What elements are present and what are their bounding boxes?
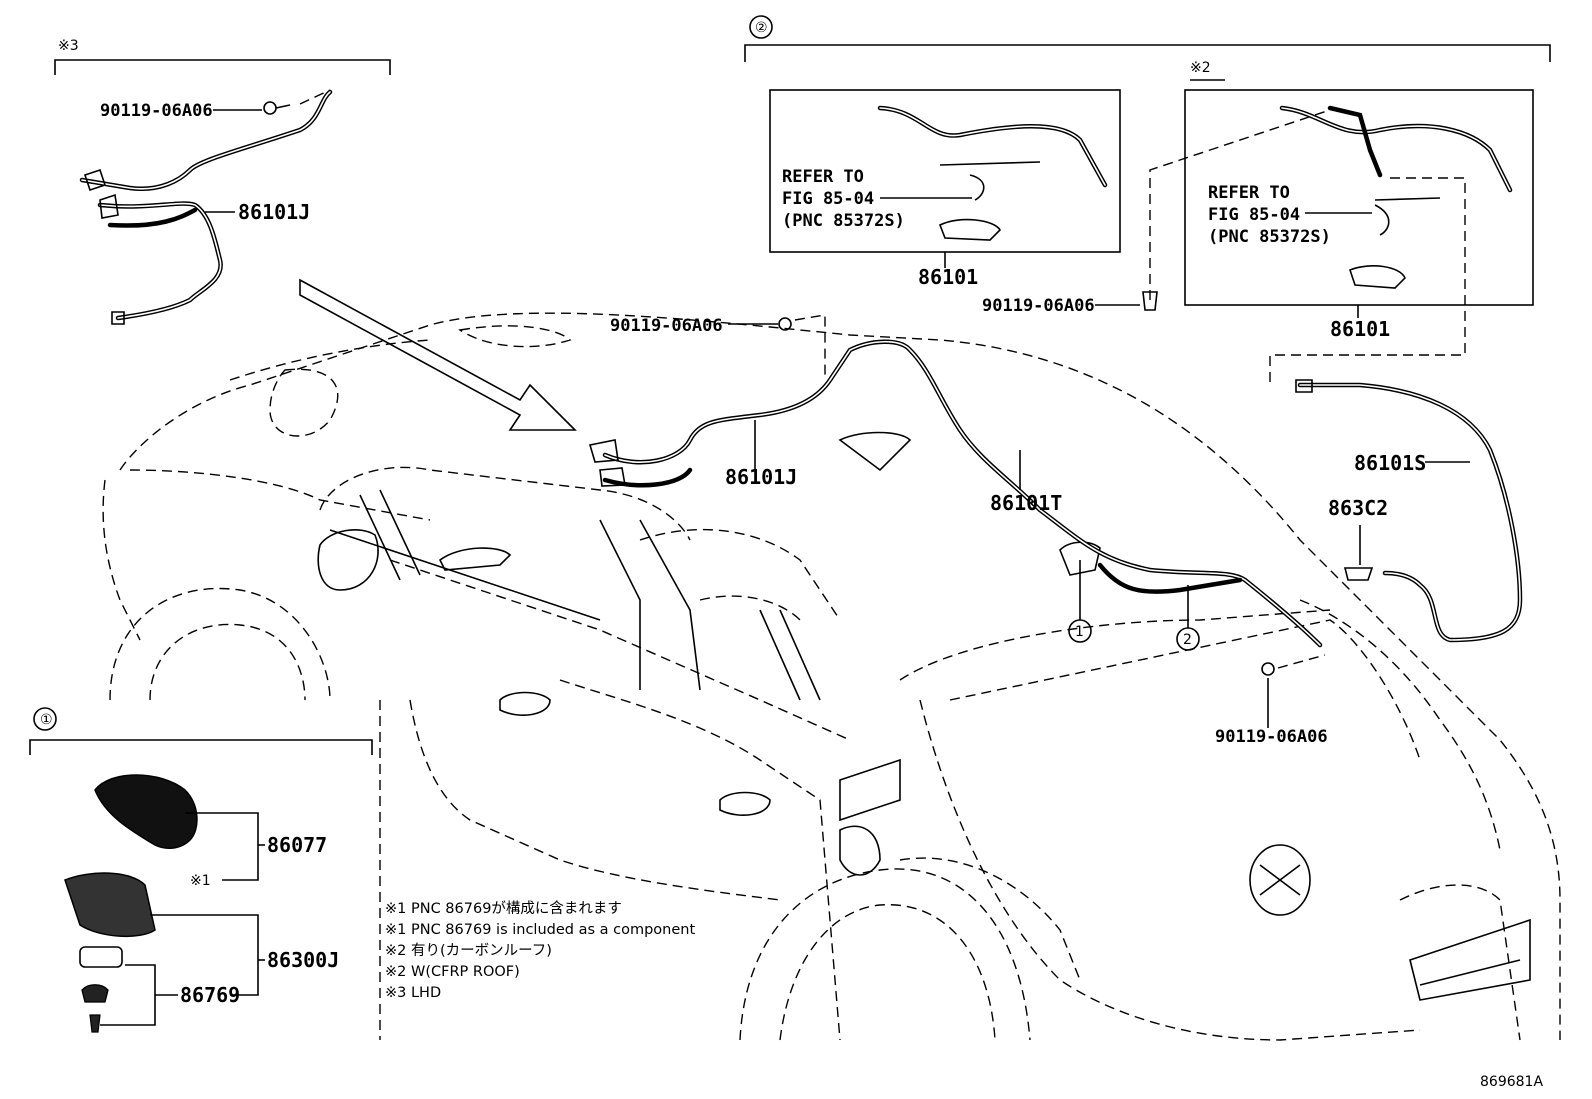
part-label: 90119-06A06 (610, 316, 723, 336)
part-label: 86101S (1354, 451, 1426, 475)
lhd-bracket: ※3 90119-06A06 86101J (54, 38, 391, 325)
part-box-86101-cfrp (1184, 89, 1534, 306)
clip-icon (1261, 662, 1275, 676)
vehicle-outline (102, 312, 1561, 1041)
cfrp-marker: ※2 (1190, 60, 1211, 76)
refer-text: REFER TO (1208, 183, 1290, 203)
clip-icon (778, 317, 792, 331)
antenna-unit-icon (64, 872, 156, 938)
callout-1: ① (40, 712, 53, 728)
part-label: 90119-06A06 (982, 296, 1095, 316)
screw-icon (89, 1014, 101, 1033)
cfrp-bracket: ② REFER TO FIG 85-04 (PNC 85372S) 86101 … (744, 15, 1551, 385)
note-line: ※2 W(CFRP ROOF) (385, 964, 520, 980)
lhd-marker: ※3 (58, 38, 79, 54)
note-line: ※1 PNC 86769が構成に含まれます (385, 900, 622, 917)
callout-2: ② (755, 20, 768, 36)
part-label: 86101 (1330, 317, 1390, 341)
component-marker: ※1 (190, 873, 211, 889)
part-label: 86077 (267, 833, 327, 857)
note-line: ※2 有り(カーボンルーフ) (385, 942, 552, 959)
part-label: 86101 (918, 265, 978, 289)
figure-id: 869681A (1480, 1074, 1543, 1090)
connector-icon (1343, 567, 1374, 581)
part-label: 86101J (238, 200, 310, 224)
refer-text: REFER TO (782, 167, 864, 187)
bolt-icon (1142, 291, 1158, 311)
part-label: 86101T (990, 491, 1062, 515)
part-label: 863C2 (1328, 496, 1388, 520)
roof-harness: 90119-06A06 86101J 86101T (588, 314, 1323, 648)
callout-1: 1 (1075, 624, 1084, 640)
nut-icon (81, 984, 109, 1003)
gasket-icon (79, 946, 123, 968)
note-line: ※3 LHD (385, 985, 441, 1001)
note-line: ※1 PNC 86769 is included as a component (385, 922, 695, 938)
refer-text: FIG 85-04 (1208, 205, 1300, 225)
notes-block: ※1 PNC 86769が構成に含まれます ※1 PNC 86769 is in… (385, 900, 695, 1001)
part-label: 90119-06A06 (100, 101, 213, 121)
rear-harness: 86101S 863C2 90119-06A06 1 2 (1068, 379, 1523, 747)
direction-arrow (299, 278, 577, 431)
refer-text: (PNC 85372S) (782, 211, 905, 231)
antenna-bracket: ① ※1 86077 86300J 86769 (29, 707, 373, 1033)
refer-text: FIG 85-04 (782, 189, 874, 209)
part-label: 86300J (267, 948, 339, 972)
clip-icon (263, 101, 277, 115)
antenna-cover-icon (94, 774, 198, 850)
callout-2: 2 (1183, 632, 1192, 648)
part-label: 90119-06A06 (1215, 727, 1328, 747)
part-label: 86101J (725, 465, 797, 489)
part-label: 86769 (180, 983, 240, 1007)
refer-text: (PNC 85372S) (1208, 227, 1331, 247)
